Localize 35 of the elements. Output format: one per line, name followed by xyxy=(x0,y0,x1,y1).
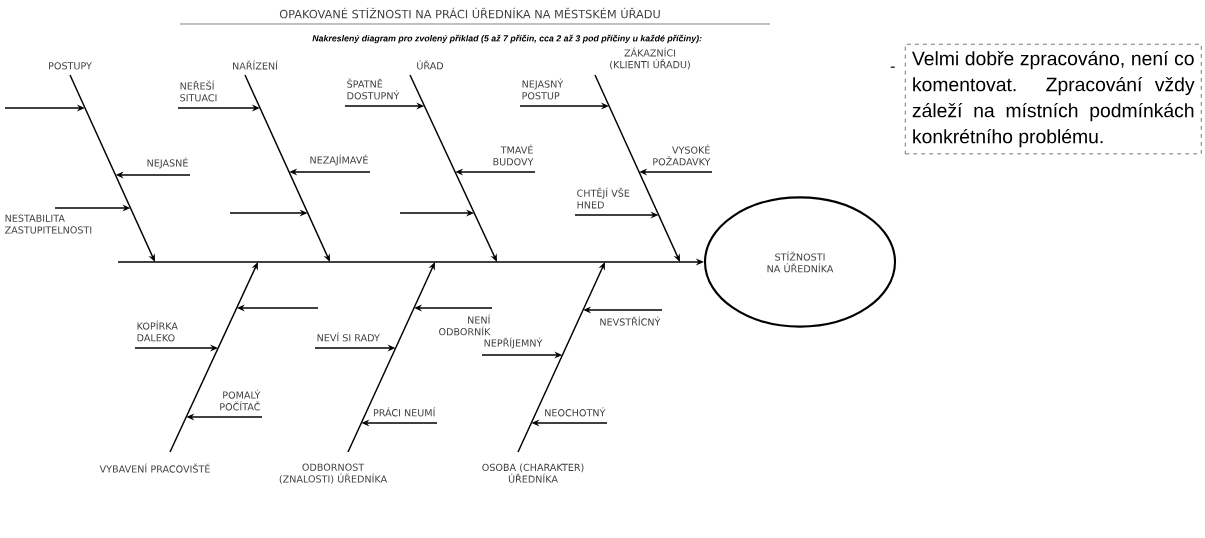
cause-label: NEOCHOTNÝ xyxy=(545,407,606,417)
arrow xyxy=(244,74,330,262)
arrow xyxy=(69,74,155,262)
arrow xyxy=(347,262,435,453)
cause-label: NEŘEŠÍ SITUACI xyxy=(180,80,217,102)
category-label: ZÁKAZNÍCI (KLIENTI ÚŘADU) xyxy=(610,47,690,70)
arrow xyxy=(594,74,680,262)
cause-label: KOPÍRKA DALEKO xyxy=(137,320,178,342)
cause-label: NEPŘÍJEMNÝ xyxy=(484,337,543,349)
cause-label: NENÍ ODBORNÍK xyxy=(439,314,491,336)
cause-label: PRÁCI NEUMÍ xyxy=(373,407,436,417)
cause-label: ŠPATNĚ DOSTUPNÝ xyxy=(347,78,400,100)
cause-label: NEVÍ SI RADY xyxy=(317,332,380,342)
comment-box: Velmi dobře zpracováno, není co komentovat. Zpracování vždy záleží na místních podmínkách konkrétního problému. xyxy=(905,44,1202,155)
category-label: ÚŘAD xyxy=(417,60,444,70)
subtitle: Nakreslený diagram pro zvolený příklad (5 až 7 příčin, cca 2 až 3 pod příčiny u každé příčiny): xyxy=(312,34,702,44)
cause-label: TMAVÉ BUDOVY xyxy=(493,144,534,166)
category-label: VYBAVENÍ PRACOVIŠTĚ xyxy=(99,463,210,473)
category-label: OSOBA (CHARAKTER) ÚŘEDNÍKA xyxy=(482,463,584,483)
category-label: ODBORNOST (ZNALOSTI) ÚŘEDNÍKA xyxy=(279,463,388,484)
bullet-dash: - xyxy=(890,66,895,68)
category-label: NAŘÍZENÍ xyxy=(233,60,278,70)
title: OPAKOVANÉ STÍŽNOSTI NA PRÁCI ÚŘEDNÍKA NA MĚSTSKÉM ÚŘADU xyxy=(279,7,660,19)
cause-label: NEJASNÝ POSTUP xyxy=(522,78,564,100)
cause-label: VYSOKÉ POŽADAVKY xyxy=(653,144,711,166)
cause-label: POMALÝ POČÍTAČ xyxy=(220,389,261,411)
cause-label: NEVSTŘÍCNÝ xyxy=(600,316,661,326)
cause-label: NEZAJÍMAVÉ xyxy=(310,154,368,166)
cause-label: NESTABILITA ZASTUPITELNOSTI xyxy=(5,214,92,234)
arrow xyxy=(169,262,258,453)
arrow xyxy=(409,74,497,262)
cause-label: NEJASNÉ xyxy=(147,157,188,169)
arrow xyxy=(517,262,605,453)
cause-label: CHTĚJÍ VŠE HNED xyxy=(577,187,630,209)
category-label: POSTUPY xyxy=(49,62,92,70)
